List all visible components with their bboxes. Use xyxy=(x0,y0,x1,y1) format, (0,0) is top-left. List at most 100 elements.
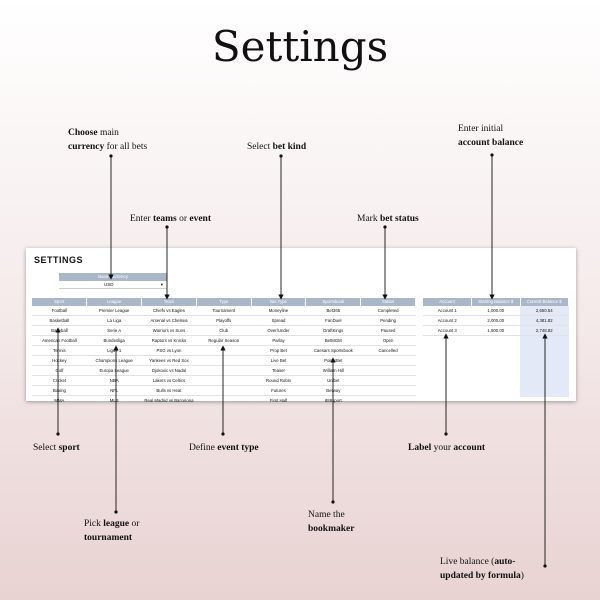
table-cell[interactable]: Boxing xyxy=(32,385,87,396)
table-cell[interactable]: Club xyxy=(196,325,252,336)
table-cell[interactable]: Real Madrid vs Barcelona xyxy=(141,395,197,406)
current-balance-fill xyxy=(520,334,569,397)
column-header: Type xyxy=(196,298,252,306)
current-balance-cell: 4,381.82 xyxy=(520,315,569,326)
table-cell[interactable]: PSG vs Lyon xyxy=(141,345,197,356)
table-cell[interactable]: Regular Season xyxy=(196,335,252,346)
account-cell[interactable]: 1,500.00 xyxy=(471,325,520,336)
table-cell[interactable]: Futures xyxy=(251,385,306,396)
table-cell[interactable]: Lakers vs Celtics xyxy=(141,375,197,386)
account-cell[interactable]: Account 3 xyxy=(423,325,472,336)
table-cell[interactable]: Moneyline xyxy=(251,306,306,316)
sheet-title: SETTINGS xyxy=(34,255,84,265)
table-cell[interactable]: PointsBet xyxy=(305,355,361,366)
table-cell[interactable]: Football xyxy=(32,306,87,316)
table-cell[interactable]: Chiefs vs Eagles xyxy=(141,306,197,316)
table-cell[interactable] xyxy=(360,385,416,396)
table-cell[interactable]: Paused xyxy=(360,325,416,336)
table-cell[interactable]: Parlay xyxy=(251,335,306,346)
table-cell[interactable]: Spread xyxy=(251,315,306,326)
table-cell[interactable]: NBA xyxy=(86,375,142,386)
table-cell[interactable]: Europa League xyxy=(86,365,142,376)
current-balance-cell: 2,748.82 xyxy=(520,325,569,336)
table-cell[interactable]: Golf xyxy=(32,365,87,376)
column-header: Sport xyxy=(32,298,88,306)
table-cell[interactable] xyxy=(196,365,252,376)
table-cell[interactable]: NFL xyxy=(86,385,142,396)
table-cell[interactable]: Unibet xyxy=(305,375,361,386)
table-cell[interactable]: BetMGM xyxy=(305,335,361,346)
table-cell[interactable]: Tournament xyxy=(196,306,252,316)
table-cell[interactable]: MMA xyxy=(32,395,87,406)
table-cell[interactable]: Bet365 xyxy=(305,306,361,316)
table-cell[interactable]: Bundesliga xyxy=(86,335,142,346)
table-cell[interactable] xyxy=(360,375,416,386)
table-cell[interactable]: DraftKings xyxy=(305,325,361,336)
table-cell[interactable]: Teaser xyxy=(251,365,306,376)
table-cell[interactable]: Over/Under xyxy=(251,325,306,336)
table-cell[interactable] xyxy=(196,345,252,356)
table-cell[interactable]: Djokovic vs Nadal xyxy=(141,365,197,376)
table-cell[interactable]: Completed xyxy=(360,306,416,316)
table-cell[interactable] xyxy=(360,395,416,406)
table-cell[interactable]: Hockey xyxy=(32,355,87,366)
table-cell[interactable]: Caesars Sportsbook xyxy=(305,345,361,356)
table-cell[interactable]: First Half xyxy=(251,395,306,406)
table-cell[interactable]: Raptors vs Knicks xyxy=(141,335,197,346)
base-currency-select[interactable]: USD ▾ xyxy=(59,281,167,289)
base-currency-value: USD xyxy=(104,282,114,287)
table-cell[interactable]: Round Robin xyxy=(251,375,306,386)
table-cell[interactable]: La Liga xyxy=(86,315,142,326)
table-cell[interactable]: 888sport xyxy=(305,395,361,406)
annotation-bet-kind: Select bet kind xyxy=(247,142,307,152)
account-cell[interactable]: 2,000.00 xyxy=(471,315,520,326)
account-cell[interactable]: Account 2 xyxy=(423,315,472,326)
table-cell[interactable]: Serie A xyxy=(86,325,142,336)
table-cell[interactable]: Arsenal vs Chelsea xyxy=(141,315,197,326)
table-cell[interactable]: Warriors vs Suns xyxy=(141,325,197,336)
account-cell[interactable]: Account 1 xyxy=(423,306,472,316)
column-header: League xyxy=(86,298,143,306)
table-cell[interactable]: Basketball xyxy=(32,315,87,326)
table-cell[interactable] xyxy=(196,395,252,406)
chevron-down-icon[interactable]: ▾ xyxy=(160,282,163,287)
table-cell[interactable]: American Football xyxy=(32,335,87,346)
table-cell[interactable]: Bulls vs Heat xyxy=(141,385,197,396)
table-cell[interactable]: Betway xyxy=(305,385,361,396)
table-cell[interactable] xyxy=(360,365,416,376)
base-currency-header: Base Currency xyxy=(59,273,167,281)
table-cell[interactable]: Prop Bet xyxy=(251,345,306,356)
table-cell[interactable] xyxy=(196,385,252,396)
table-cell[interactable]: Tennis xyxy=(32,345,87,356)
table-cell[interactable]: Cricket xyxy=(32,375,87,386)
table-cell[interactable]: Ligue 1 xyxy=(86,345,142,356)
table-cell[interactable]: Premier League xyxy=(86,306,142,316)
table-cell[interactable]: Open xyxy=(360,335,416,346)
account-column-header: Account xyxy=(423,298,472,306)
table-cell[interactable] xyxy=(196,375,252,386)
table-cell[interactable]: Live Bet xyxy=(251,355,306,366)
annotation-account: Label your account xyxy=(408,443,486,453)
table-cell[interactable]: Pending xyxy=(360,315,416,326)
table-cell[interactable] xyxy=(196,355,252,366)
account-cell[interactable]: 1,000.00 xyxy=(471,306,520,316)
table-cell[interactable]: William Hill xyxy=(305,365,361,376)
table-cell[interactable] xyxy=(360,355,416,366)
table-cell[interactable]: Playoffs xyxy=(196,315,252,326)
table-cell[interactable]: Cancelled xyxy=(360,345,416,356)
annotation-live-balance: Live balance (auto-updated by formula) xyxy=(440,557,524,581)
table-cell[interactable]: Yankees vs Red Sox xyxy=(141,355,197,366)
table-cell[interactable]: Champions League xyxy=(86,355,142,366)
table-cell[interactable]: MLB xyxy=(86,395,142,406)
table-cell[interactable]: Baseball xyxy=(32,325,87,336)
table-cell[interactable]: FanDuel xyxy=(305,315,361,326)
